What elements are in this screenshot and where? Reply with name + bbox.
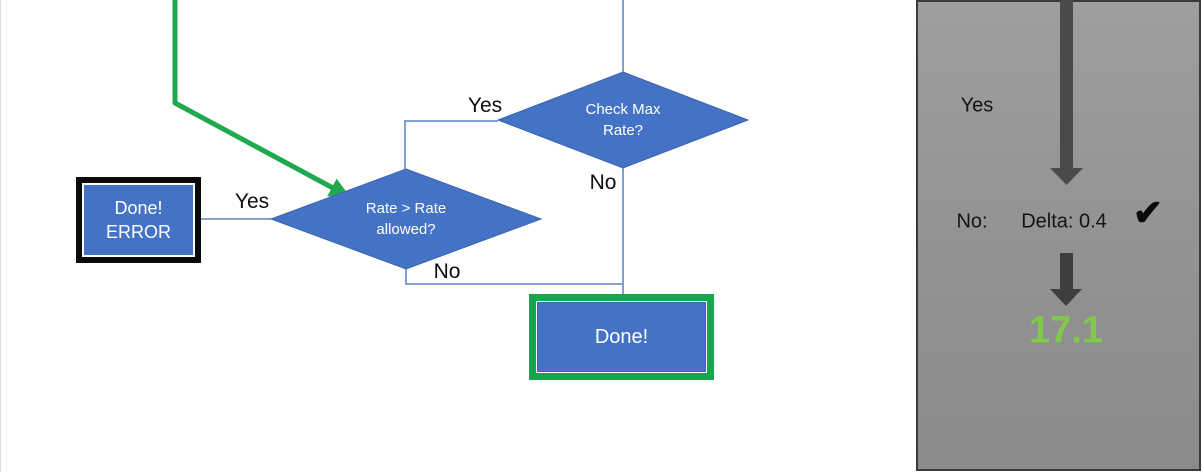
done-box: Done!	[529, 294, 714, 380]
done-error-line1: Done!	[114, 197, 163, 218]
decision-check-max-label: Check Max Rate?	[585, 99, 660, 141]
side-panel	[916, 0, 1201, 471]
decision-check-max-line1: Check Max	[585, 101, 661, 118]
panel-no-label: No:	[956, 210, 988, 233]
panel-delta-value: Delta: 0.4	[1021, 210, 1107, 233]
edge-label-rate-allowed-no: No	[433, 260, 461, 283]
decision-rate-allowed-line1: Rate > Rate	[365, 200, 447, 217]
edge-label-rate-allowed-yes: Yes	[234, 190, 270, 213]
decision-check-max-line2: Rate?	[602, 122, 644, 139]
connector-lines	[201, 0, 624, 295]
panel-result-value: 17.1	[1029, 309, 1103, 352]
checkmark-icon: ✔	[1132, 192, 1164, 233]
highlighted-path-arrow	[172, 0, 351, 198]
panel-yes-label: Yes	[960, 94, 994, 117]
done-box-fill: Done!	[537, 302, 706, 372]
done-error-box-fill: Done! ERROR	[84, 185, 193, 255]
decision-rate-allowed-label: Rate > Rate allowed?	[366, 198, 446, 240]
done-error-line2: ERROR	[105, 222, 171, 242]
edge-label-check-max-no: No	[589, 171, 617, 194]
edge-label-check-max-yes: Yes	[467, 94, 503, 117]
done-error-box: Done! ERROR	[76, 177, 201, 263]
done-box-label: Done!	[594, 325, 649, 348]
decision-rate-allowed-line2: allowed?	[376, 221, 436, 238]
